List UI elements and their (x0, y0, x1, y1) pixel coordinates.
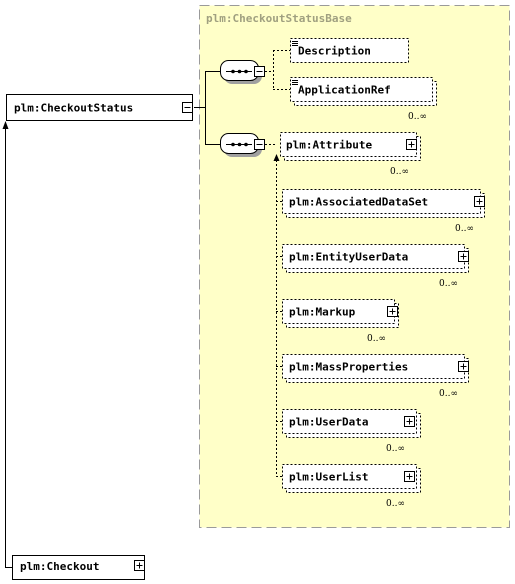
expand-icon[interactable] (404, 471, 415, 482)
element-userdata[interactable]: plm:UserData 0..∞ (282, 409, 421, 455)
arrow-up-attribute (273, 154, 280, 161)
root-element-label: plm:CheckoutStatus (14, 102, 133, 115)
element-label: plm:MassProperties (289, 361, 408, 374)
cardinality-label: 0..∞ (439, 389, 458, 399)
cardinality-label: 0..∞ (386, 499, 405, 509)
expand-icon[interactable] (387, 306, 398, 317)
element-entityuserdata[interactable]: plm:EntityUserData 0..∞ (282, 244, 469, 290)
element-associateddataset[interactable]: plm:AssociatedDataSet 0..∞ (282, 189, 485, 235)
documentation-icon (292, 41, 298, 46)
expand-icon[interactable] (134, 560, 145, 571)
element-label: plm:UserList (289, 471, 368, 484)
expand-icon[interactable] (474, 196, 485, 207)
collapse-icon[interactable] (254, 66, 265, 77)
cardinality-label: 0..∞ (367, 334, 386, 344)
element-markup[interactable]: plm:Markup 0..∞ (282, 299, 399, 345)
root-element[interactable]: plm:CheckoutStatus (6, 94, 193, 121)
collapse-icon[interactable] (254, 139, 265, 150)
element-attribute[interactable]: plm:Attribute 0..∞ (280, 132, 421, 178)
sequence-compositor-1[interactable] (220, 60, 265, 85)
cardinality-label: 0..∞ (386, 444, 405, 454)
base-type-label: plm:CheckoutStatusBase (206, 12, 352, 25)
sequence-compositor-2[interactable] (220, 133, 265, 158)
connector-lines (194, 71, 220, 145)
cardinality-label: 0..∞ (455, 224, 474, 234)
collapse-icon[interactable] (182, 102, 193, 113)
cardinality-label: 0..∞ (439, 279, 458, 289)
derived-element-label: plm:Checkout (20, 560, 99, 573)
derived-element-checkout[interactable]: plm:Checkout (12, 555, 145, 580)
expand-icon[interactable] (406, 139, 417, 150)
optional-connectors-2 (265, 144, 282, 477)
optional-connectors-1 (265, 50, 290, 90)
element-label: plm:Attribute (286, 139, 372, 152)
element-massproperties[interactable]: plm:MassProperties 0..∞ (282, 354, 469, 400)
expand-icon[interactable] (458, 251, 469, 262)
element-label: ApplicationRef (298, 84, 391, 97)
expand-icon[interactable] (458, 361, 469, 372)
expand-icon[interactable] (404, 416, 415, 427)
element-label: plm:Markup (289, 306, 356, 319)
derivation-arrowhead (2, 121, 9, 129)
element-description[interactable]: Description (290, 38, 409, 63)
element-label: plm:UserData (289, 416, 368, 429)
derivation-arrow (5, 128, 12, 568)
documentation-icon (292, 80, 298, 85)
cardinality-label: 0..∞ (408, 112, 427, 122)
element-applicationref[interactable]: ApplicationRef 0..∞ (290, 77, 437, 123)
element-label: plm:EntityUserData (289, 251, 408, 264)
cardinality-label: 0..∞ (390, 167, 409, 177)
element-label: plm:AssociatedDataSet (289, 196, 428, 209)
element-userlist[interactable]: plm:UserList 0..∞ (282, 464, 421, 510)
element-label: Description (298, 45, 371, 58)
